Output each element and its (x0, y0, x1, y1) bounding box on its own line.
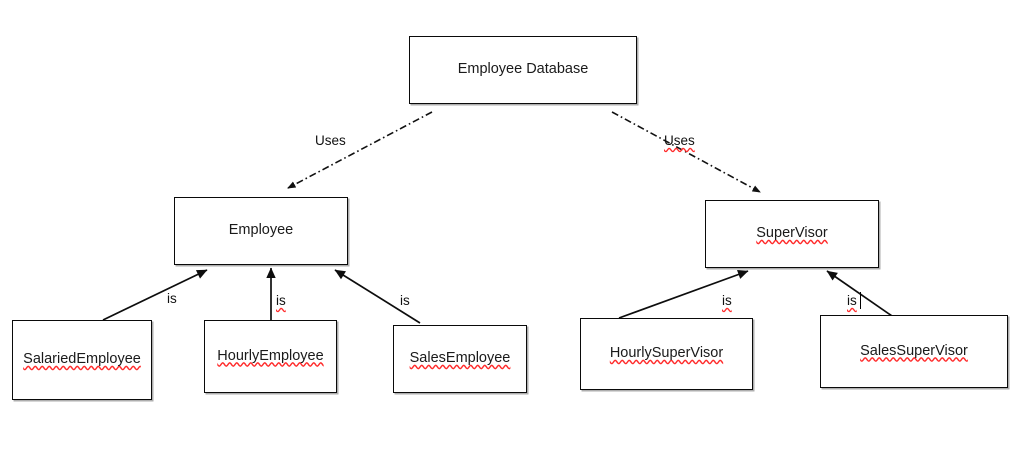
class-box-label: Employee (228, 222, 294, 239)
class-box-employee-database[interactable]: Employee Database (409, 36, 637, 104)
class-box-sales-supervisor[interactable]: SalesSuperVisor (820, 315, 1008, 388)
class-box-label: SuperVisor (756, 225, 828, 242)
class-box-hourly-supervisor[interactable]: HourlySuperVisor (580, 318, 753, 390)
class-box-salaried-employee[interactable]: SalariedEmployee (12, 320, 152, 400)
text-caret (860, 292, 861, 309)
class-box-label: SalesSuperVisor (860, 342, 968, 359)
edge-label-is-sales-employee[interactable]: is (400, 293, 410, 308)
class-box-employee[interactable]: Employee (174, 197, 348, 265)
edge-label-text: is (276, 293, 286, 308)
edge-uses-supervisor (611, 111, 761, 193)
class-box-label: SalariedEmployee (23, 351, 141, 368)
class-box-label: HourlySuperVisor (609, 345, 724, 362)
class-box-label: HourlyEmployee (217, 347, 324, 364)
class-box-sales-employee[interactable]: SalesEmployee (393, 325, 527, 393)
edge-label-uses-employee[interactable]: Uses (315, 133, 346, 148)
edge-label-is-hourly-supervisor[interactable]: is (722, 293, 732, 308)
edge-label-text: is (847, 293, 857, 308)
edge-label-is-hourly-employee[interactable]: is (276, 293, 286, 308)
edge-label-text: is (167, 291, 177, 306)
edge-label-text: Uses (315, 133, 346, 148)
edge-label-text: is (722, 293, 732, 308)
class-box-label: SalesEmployee (409, 350, 511, 367)
class-box-supervisor[interactable]: SuperVisor (705, 200, 879, 268)
edge-label-text: Uses (664, 133, 695, 148)
edge-label-text: is (400, 293, 410, 308)
class-box-hourly-employee[interactable]: HourlyEmployee (204, 320, 337, 393)
class-box-label: Employee Database (457, 61, 589, 78)
edge-label-uses-supervisor[interactable]: Uses (664, 133, 695, 148)
edge-is-salaried-employee (102, 269, 208, 321)
edge-uses-employee (287, 111, 433, 189)
edge-label-is-sales-supervisor[interactable]: is (847, 293, 857, 308)
edge-label-is-salaried-employee[interactable]: is (167, 291, 177, 306)
